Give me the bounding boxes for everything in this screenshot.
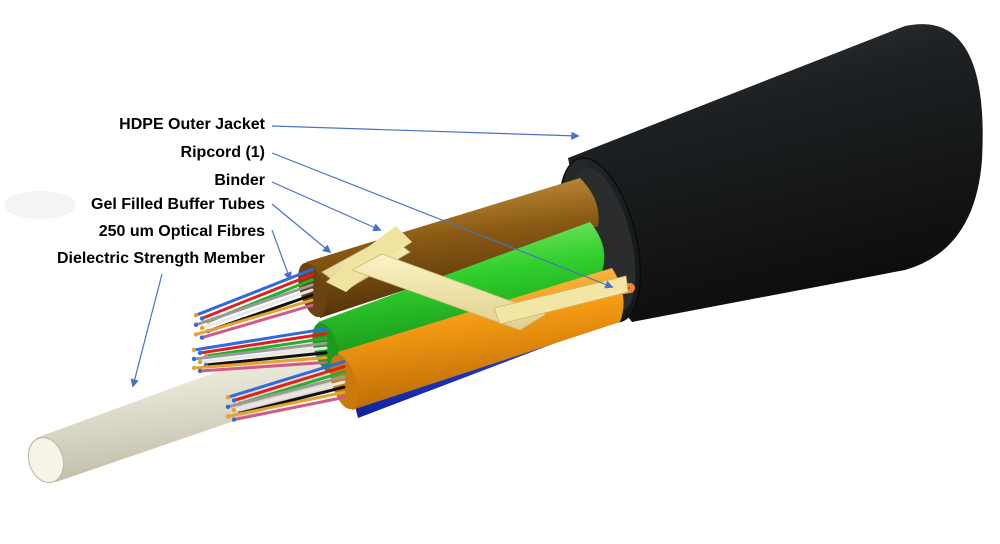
- fibre-tip: [193, 322, 199, 327]
- fibre-strand: [226, 375, 346, 409]
- fibre-tip: [231, 398, 237, 403]
- fibre-strand: [198, 360, 328, 373]
- fibre-strand: [198, 346, 328, 364]
- fibre-strand: [192, 356, 328, 370]
- arrow-buffer-tubes: [271, 203, 332, 254]
- label-binder: Binder: [214, 172, 265, 189]
- fibre-strand: [200, 288, 314, 330]
- fibre-tip: [199, 325, 205, 331]
- fibre-strand: [198, 332, 328, 355]
- arrow-optical-fibres: [271, 229, 292, 281]
- fibre-tip: [191, 365, 197, 371]
- arrow-binder: [271, 181, 382, 232]
- fibre-strand: [194, 298, 314, 336]
- fibre-strand: [192, 327, 328, 352]
- fibre-strand: [226, 390, 346, 418]
- fibre-strand: [200, 303, 314, 340]
- fibre-strand: [232, 395, 346, 422]
- fibre-strand: [192, 341, 328, 361]
- fibre-strand: [226, 360, 346, 399]
- arrow-strength-member: [130, 273, 163, 388]
- optical-fibres: [191, 268, 346, 422]
- fibre-strand: [200, 273, 314, 320]
- buffer-tube-brown: [306, 178, 599, 318]
- fibre-tip: [191, 347, 197, 353]
- fibre-tip: [193, 332, 199, 337]
- fibre-strand: [232, 380, 346, 412]
- fibre-tip: [199, 316, 205, 321]
- leader-lines: [130, 125, 614, 388]
- background-smudge: [4, 191, 76, 219]
- fibre-tip: [225, 404, 231, 409]
- label-optical-fibres: 250 um Optical Fibres: [98, 223, 265, 240]
- arrow-ripcord: [271, 152, 614, 289]
- label-ripcord: Ripcord (1): [180, 144, 265, 161]
- fibre-strand: [194, 283, 314, 327]
- label-strength-member: Dielectric Strength Member: [56, 250, 265, 267]
- fibre-tip: [197, 350, 203, 356]
- fibre-tip: [231, 417, 237, 422]
- fibre-tip: [199, 335, 205, 340]
- fibre-strand: [204, 336, 328, 358]
- fibre-tip: [191, 356, 197, 362]
- label-outer-jacket: HDPE Outer Jacket: [119, 116, 265, 133]
- fibre-tip: [197, 368, 203, 374]
- fibre-tip: [197, 359, 203, 365]
- label-buffer-tubes: Gel Filled Buffer Tubes: [91, 196, 265, 213]
- arrow-outer-jacket: [271, 125, 580, 140]
- fibre-strand: [232, 365, 346, 402]
- fibre-tip: [231, 407, 237, 413]
- fibre-tip: [193, 313, 199, 318]
- binder-tape: [321, 226, 629, 331]
- fibre-strand: [194, 268, 314, 317]
- fibre-tip: [225, 395, 231, 400]
- fibre-tip: [225, 414, 231, 419]
- fibre-strand: [204, 351, 328, 367]
